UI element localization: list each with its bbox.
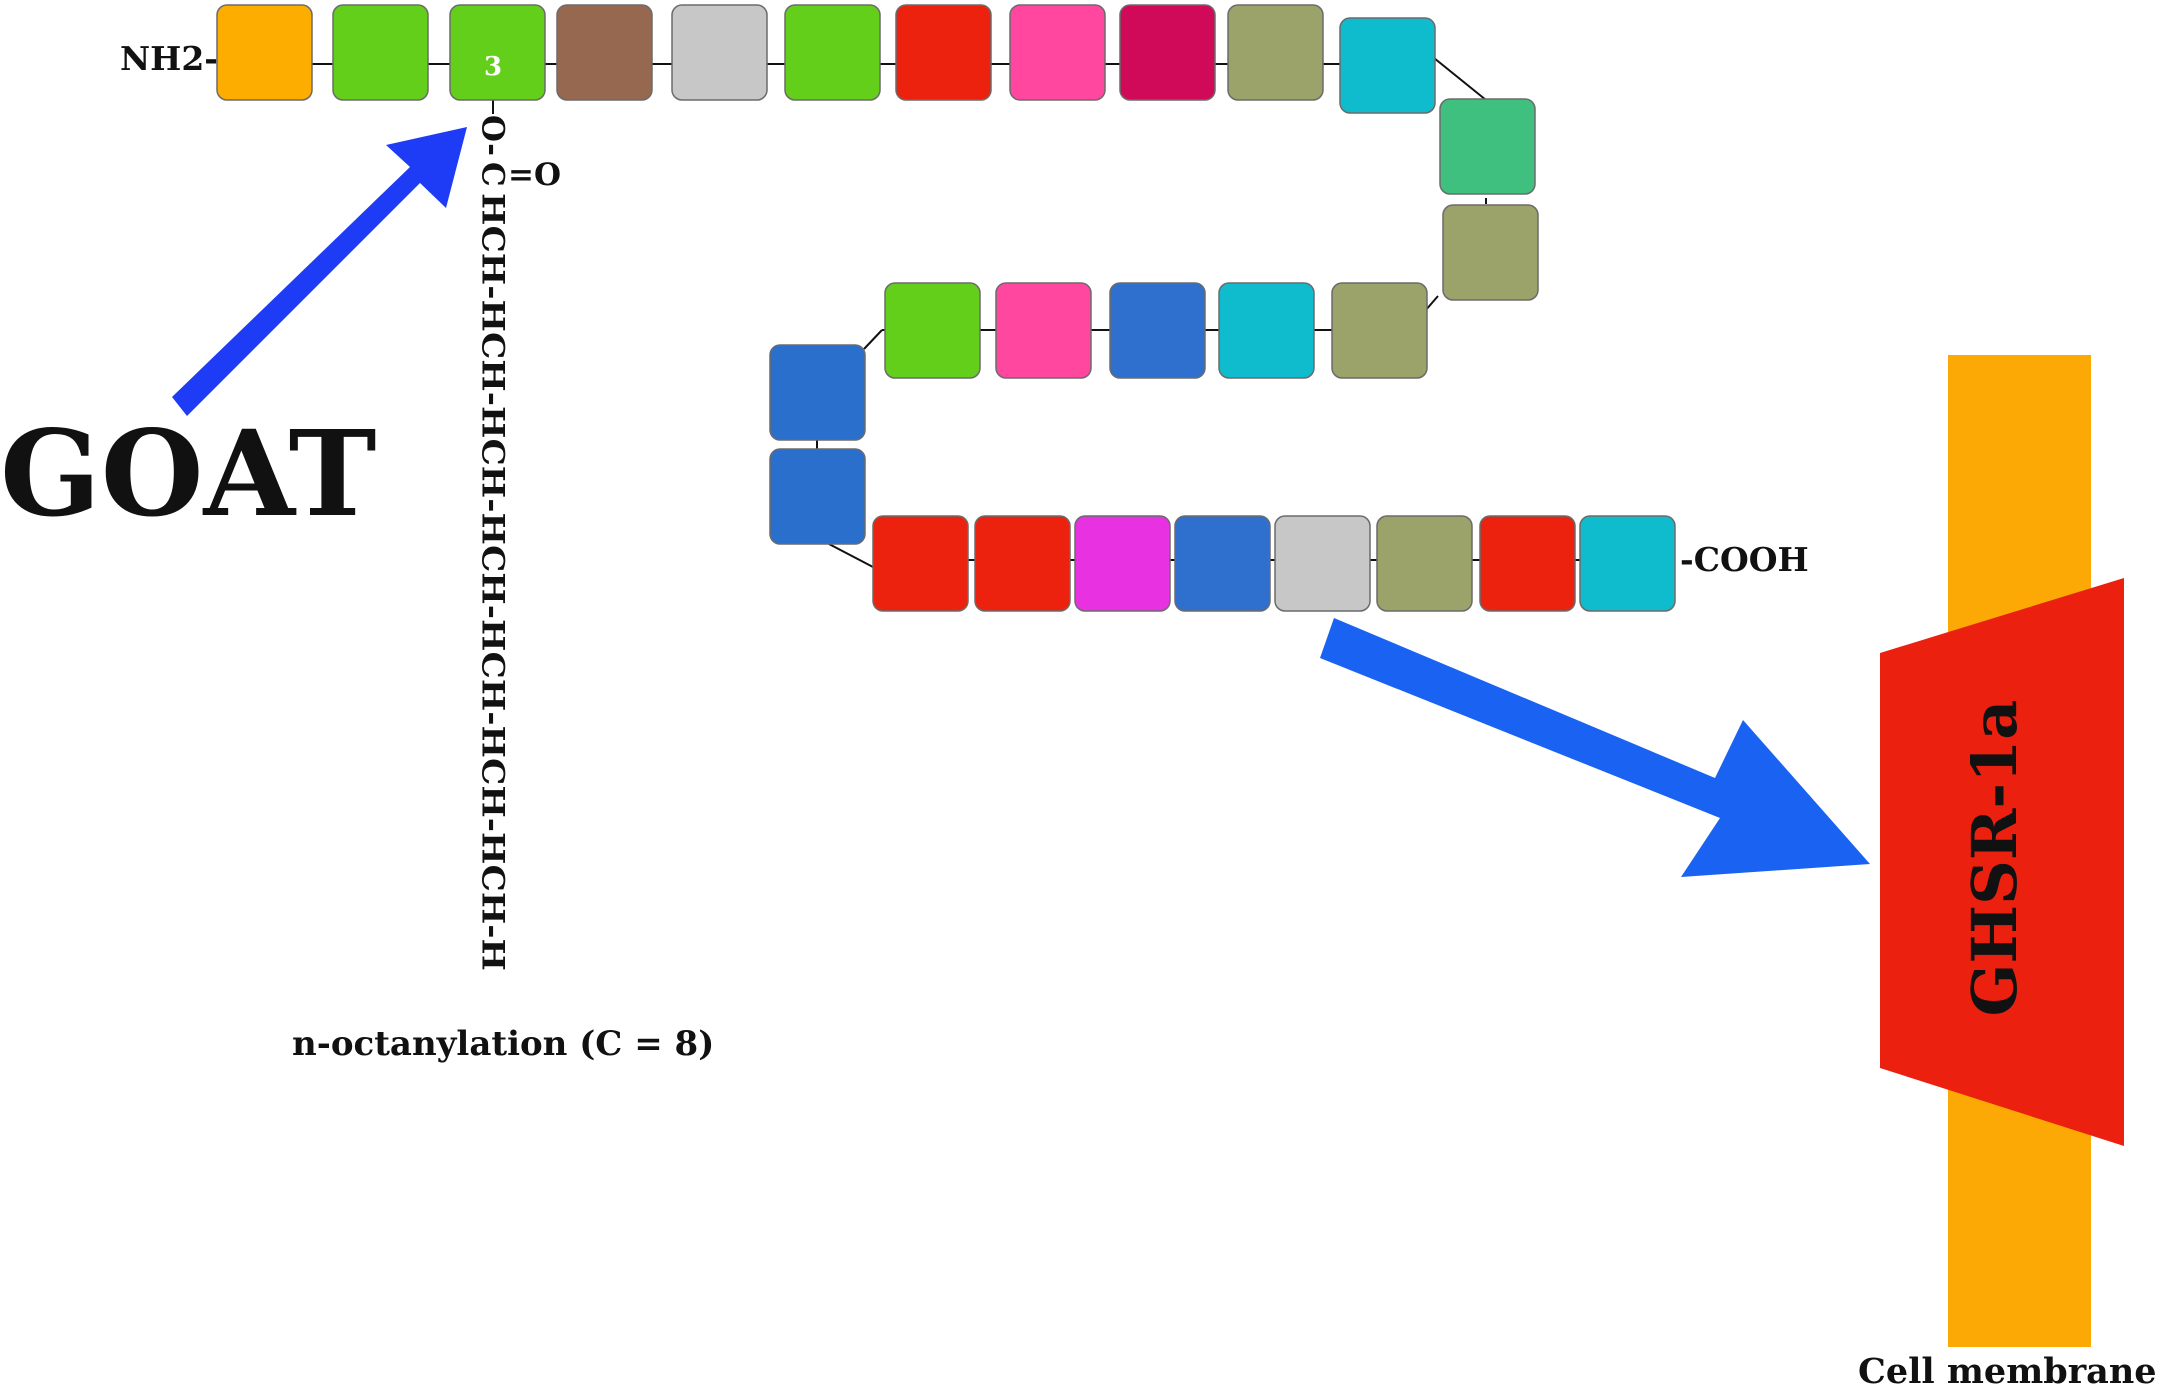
residue-9 [1119, 4, 1216, 101]
residue-4 [556, 4, 653, 101]
backbone-link-turn4 [863, 329, 883, 350]
residue-7 [895, 4, 992, 101]
residue-8 [1009, 4, 1106, 101]
residue-25 [1274, 515, 1371, 612]
residue-24 [1174, 515, 1271, 612]
residue-22 [974, 515, 1071, 612]
c-terminus-label: -COOH [1680, 540, 1809, 579]
octanoyl-chain-label: HCH-HCH-HCH-HCH-HCH-HCH-HCH-H [475, 193, 511, 971]
ghsr-1a-receptor [1880, 578, 2124, 1146]
ester-carbon-label: C [475, 162, 511, 187]
residue-19 [769, 344, 866, 441]
residue-20 [769, 448, 866, 545]
receptor-label: GHSR-1a [1958, 700, 2031, 1017]
membrane-label: Cell membrane [1858, 1351, 2157, 1387]
residue-12 [1439, 98, 1536, 195]
residue-14 [1331, 282, 1428, 379]
residue-18 [884, 282, 981, 379]
residue-5 [671, 4, 768, 101]
goat-arrow [172, 127, 467, 416]
residue-21 [872, 515, 969, 612]
backbone-link-turn1 [1433, 57, 1487, 101]
goat-enzyme-label: GOAT [0, 404, 376, 543]
residue-1 [216, 4, 313, 101]
residue-16 [1109, 282, 1206, 379]
ester-oxygen-label: O- [475, 115, 511, 156]
residue-13 [1442, 204, 1539, 301]
residue-27 [1479, 515, 1576, 612]
residue-chain [216, 4, 1676, 612]
ester-double-o-label: =O [508, 157, 561, 193]
residue-2 [332, 4, 429, 101]
residue-11 [1339, 17, 1436, 114]
residue-28 [1579, 515, 1676, 612]
residue-15 [1218, 282, 1315, 379]
n-terminus-label: NH2- [120, 39, 218, 78]
residue-6 [784, 4, 881, 101]
residue-3-number: 3 [484, 52, 502, 82]
modification-caption: n-octanylation (C = 8) [292, 1024, 714, 1064]
residue-10 [1227, 4, 1324, 101]
backbone-link-turn6 [828, 543, 874, 568]
residue-23 [1074, 515, 1171, 612]
residue-17 [995, 282, 1092, 379]
residue-3 [449, 4, 546, 101]
residue-26 [1376, 515, 1473, 612]
binding-arrow [1320, 618, 1870, 877]
